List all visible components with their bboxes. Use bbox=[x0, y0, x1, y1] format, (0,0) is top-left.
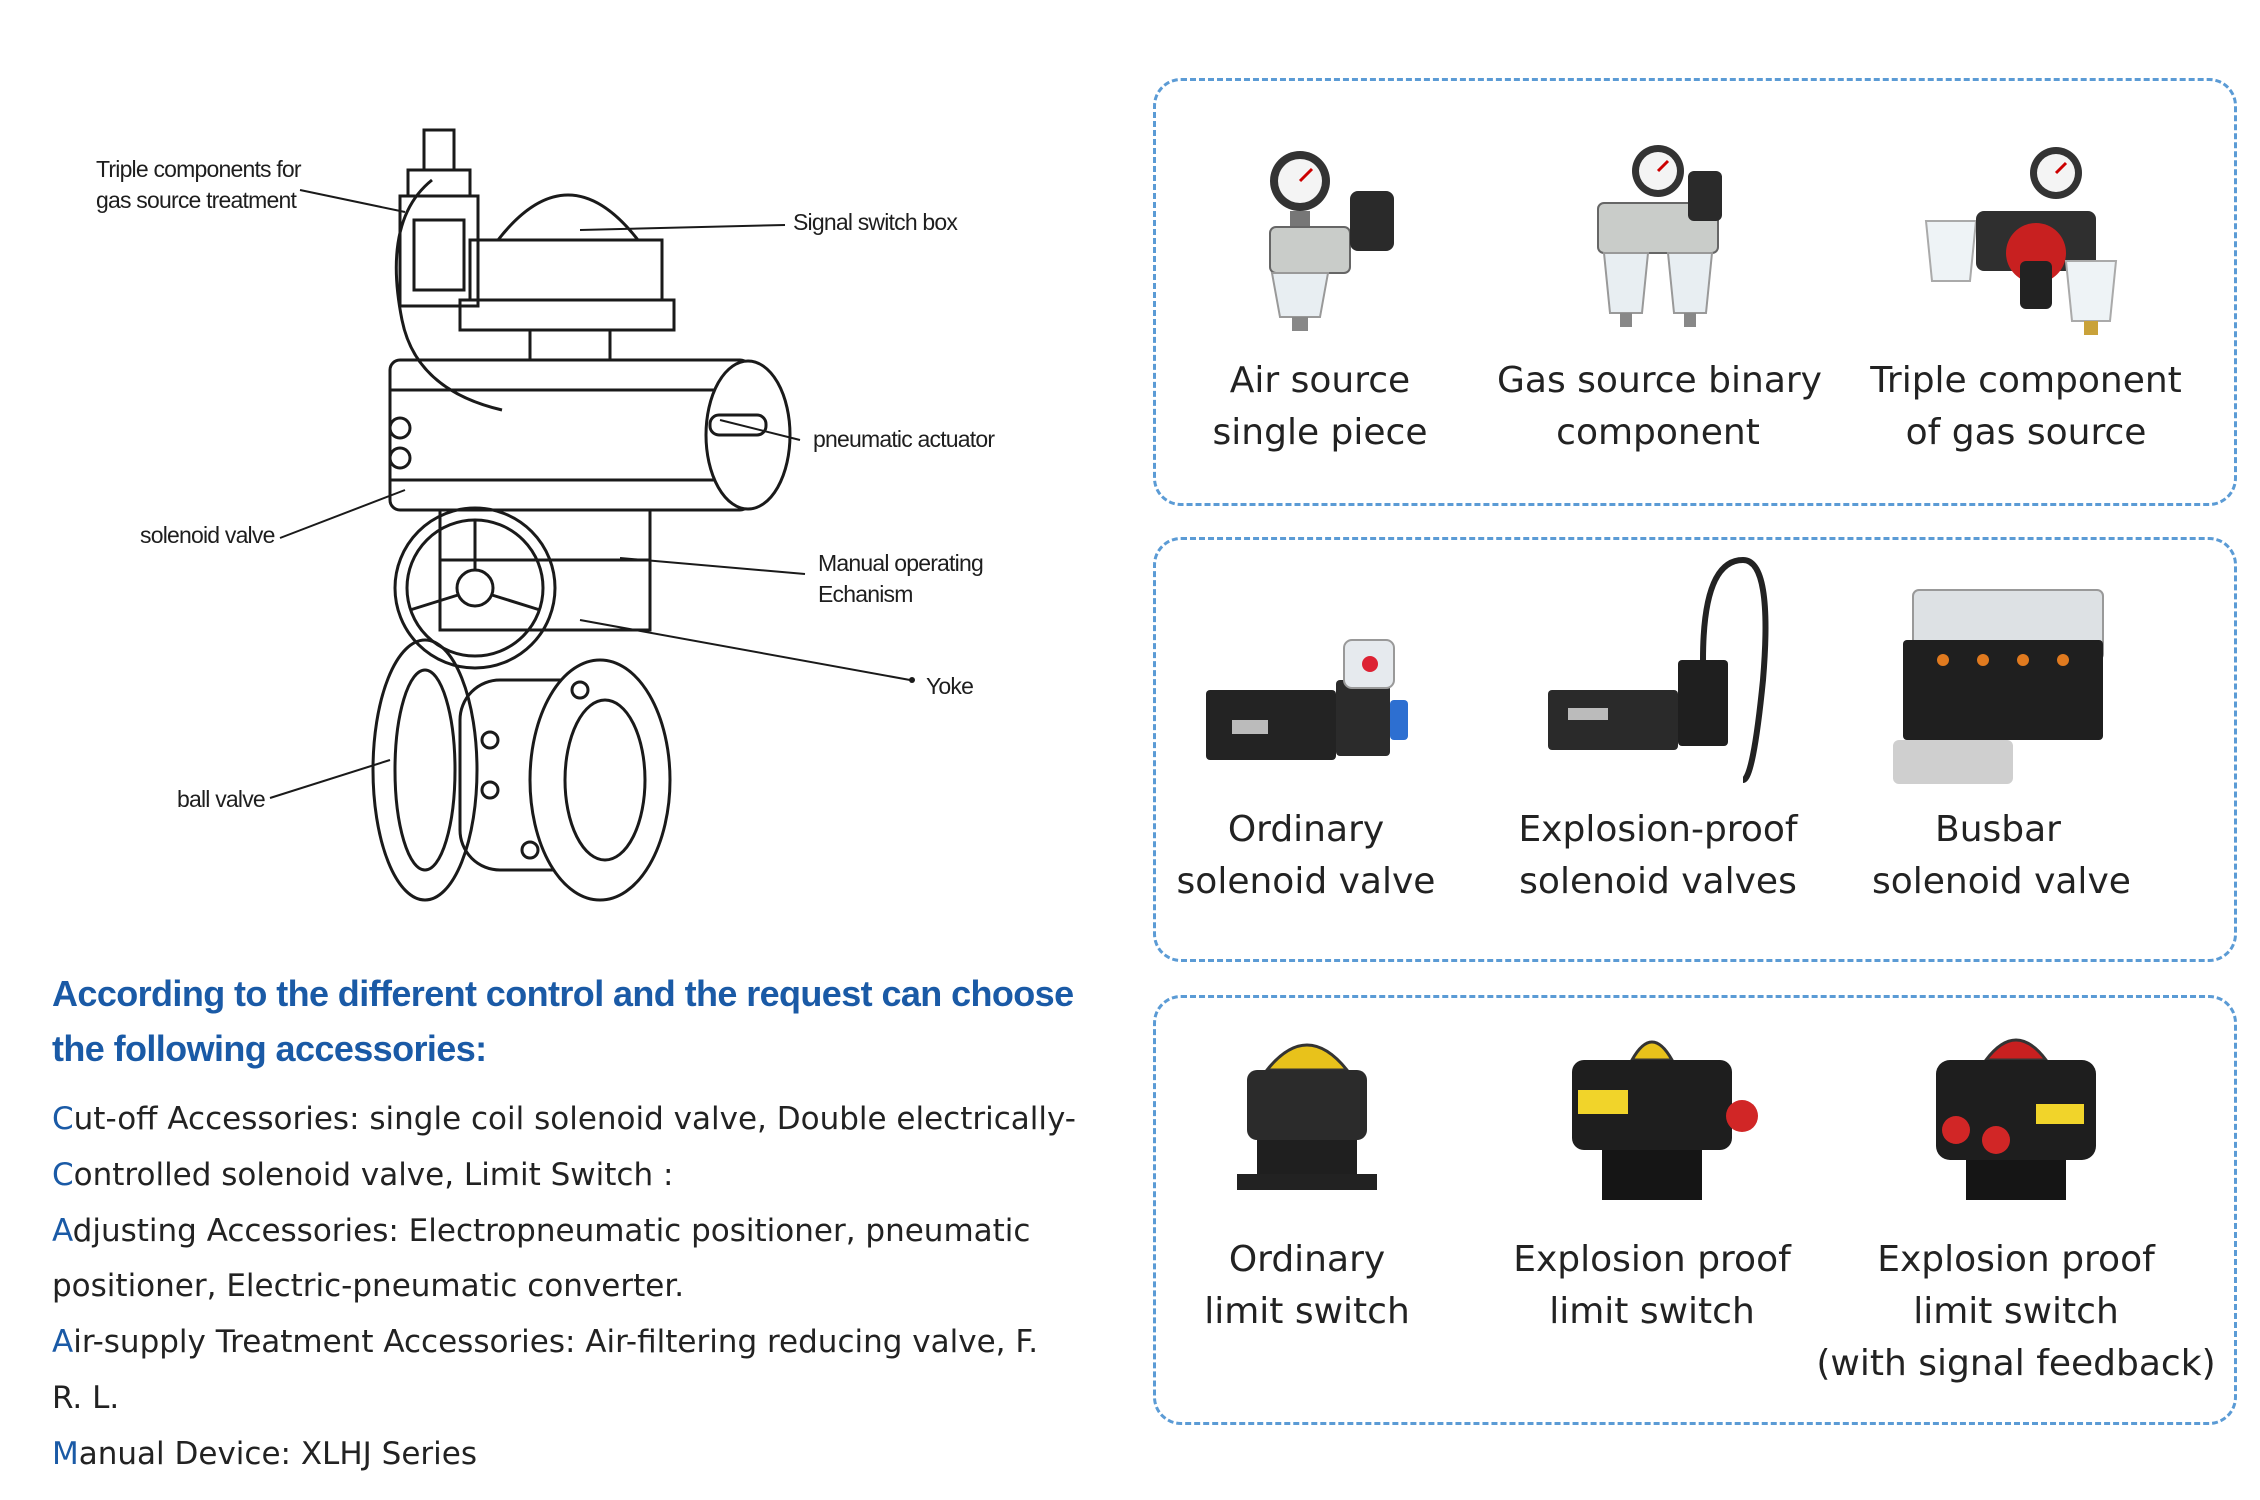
description-line: Adjusting Accessories: Electropneumatic … bbox=[52, 1212, 1031, 1249]
callout-gas-source-treatment: Triple components for gas source treatme… bbox=[96, 156, 302, 213]
solenoid-valve-icon bbox=[1206, 639, 1408, 760]
two-piece-frl-icon bbox=[1597, 145, 1722, 327]
accessories-description: Cut-off Accessories: single coil solenoi… bbox=[52, 1092, 1132, 1483]
feedback-limit-switch-icon bbox=[1936, 1038, 2096, 1200]
three-piece-frl-icon bbox=[1924, 147, 2118, 335]
callout-pneumatic-actuator: pneumatic actuator bbox=[813, 426, 995, 452]
explosion-proof-limit-switch-icon bbox=[1572, 1040, 1758, 1200]
description-line: R. L. bbox=[52, 1379, 120, 1416]
callout-ball-valve: ball valve bbox=[177, 786, 266, 812]
explosion-proof-solenoid-icon bbox=[1548, 556, 1769, 783]
callout-manual-operating: Manual operating Echanism bbox=[818, 550, 984, 607]
accessories-heading: According to the different control and t… bbox=[52, 973, 1074, 1069]
valve-assembly-diagram: Triple components for gas source treatme… bbox=[60, 90, 1120, 930]
description-line: Cut-off Accessories: single coil solenoi… bbox=[52, 1101, 1076, 1137]
valve-assembly-drawing bbox=[269, 128, 915, 902]
description-line: positioner, Electric-pneumatic converter… bbox=[52, 1268, 685, 1305]
description-line: Controlled solenoid valve, Limit Switch … bbox=[52, 1156, 674, 1193]
busbar-solenoid-icon bbox=[1893, 589, 2104, 784]
description-line: Manual Device: XLHJ Series bbox=[52, 1435, 477, 1472]
callout-solenoid-valve: solenoid valve bbox=[140, 522, 275, 548]
description-line: Air-supply Treatment Accessories: Air-fi… bbox=[52, 1324, 1039, 1361]
filter-regulator-icon bbox=[1269, 151, 1394, 331]
limit-switch-icon bbox=[1237, 1043, 1377, 1190]
callout-yoke: Yoke bbox=[926, 673, 974, 699]
callout-signal-switch-box: Signal switch box bbox=[793, 209, 958, 235]
